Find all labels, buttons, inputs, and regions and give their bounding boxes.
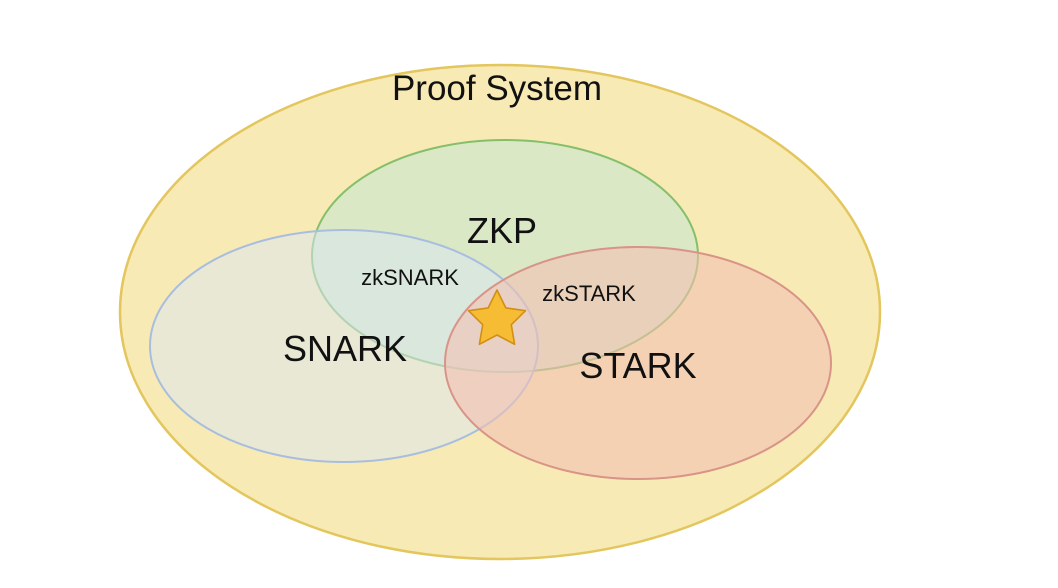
zkp-label: ZKP bbox=[467, 210, 537, 251]
zksnark-label: zkSNARK bbox=[361, 265, 459, 290]
star-icon bbox=[467, 289, 527, 346]
zkstark-label: zkSTARK bbox=[542, 281, 636, 306]
stark-label: STARK bbox=[579, 345, 696, 386]
snark-label: SNARK bbox=[283, 328, 407, 369]
proof-system-label: Proof System bbox=[392, 69, 602, 108]
stark-ellipse bbox=[444, 246, 832, 480]
